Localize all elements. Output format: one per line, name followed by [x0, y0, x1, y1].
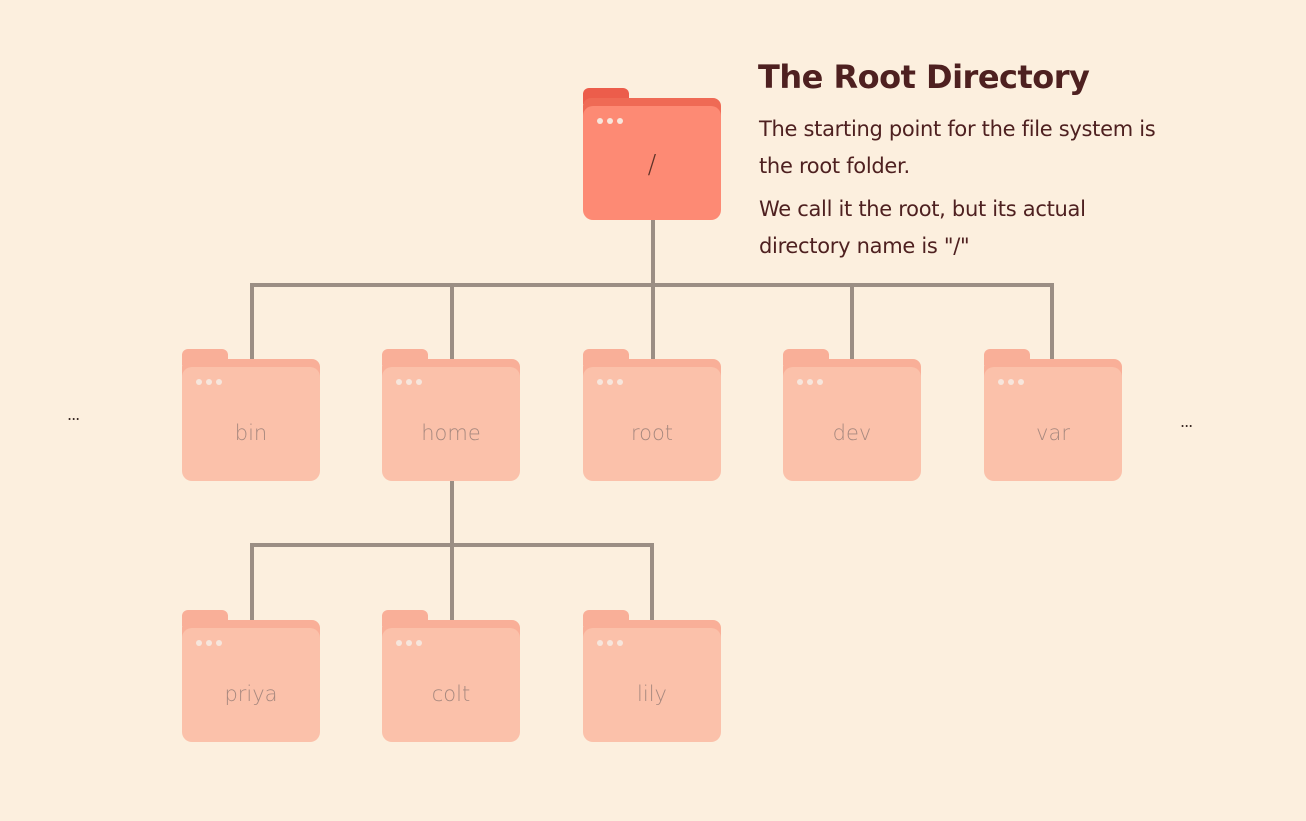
folder-icon — [182, 628, 320, 742]
folder-dev[interactable]: dev — [783, 349, 923, 481]
folder-icon — [583, 367, 721, 481]
folder-label: home — [421, 421, 481, 445]
window-dots-icon — [797, 379, 823, 385]
folder-icon — [182, 367, 320, 481]
folder-root[interactable]: root — [583, 349, 723, 481]
folder-label: dev — [832, 421, 872, 445]
folder-root-slash[interactable]: / — [583, 88, 723, 220]
window-dots-icon — [396, 640, 422, 646]
folder-label: / — [647, 150, 657, 180]
folder-icon — [382, 367, 520, 481]
description-paragraph-1: The starting point for the file system i… — [759, 117, 1156, 178]
window-dots-icon — [597, 379, 623, 385]
folder-lily[interactable]: lily — [583, 610, 723, 742]
folder-label: var — [1036, 421, 1070, 445]
window-dots-icon — [396, 379, 422, 385]
folder-icon — [382, 628, 520, 742]
window-dots-icon — [597, 118, 623, 124]
folder-label: lily — [637, 682, 667, 706]
window-dots-icon — [597, 640, 623, 646]
folder-label: bin — [234, 421, 268, 445]
ellipsis-left: ... — [67, 405, 80, 424]
window-dots-icon — [196, 640, 222, 646]
folder-icon — [783, 367, 921, 481]
folder-label: priya — [224, 682, 278, 706]
folder-colt[interactable]: colt — [382, 610, 522, 742]
folder-home[interactable]: home — [382, 349, 522, 481]
window-dots-icon — [998, 379, 1024, 385]
folder-var[interactable]: var — [984, 349, 1124, 481]
window-dots-icon — [196, 379, 222, 385]
folder-priya[interactable]: priya — [182, 610, 322, 742]
folder-bin[interactable]: bin — [182, 349, 322, 481]
folder-icon — [583, 106, 721, 220]
description-paragraph-2: We call it the root, but its actual dire… — [759, 197, 1086, 258]
folder-icon — [984, 367, 1122, 481]
folder-label: root — [630, 421, 674, 445]
folder-label: colt — [431, 682, 471, 706]
ellipsis-right: ... — [1180, 412, 1193, 431]
folder-icon — [583, 628, 721, 742]
page-title: The Root Directory — [758, 58, 1090, 96]
